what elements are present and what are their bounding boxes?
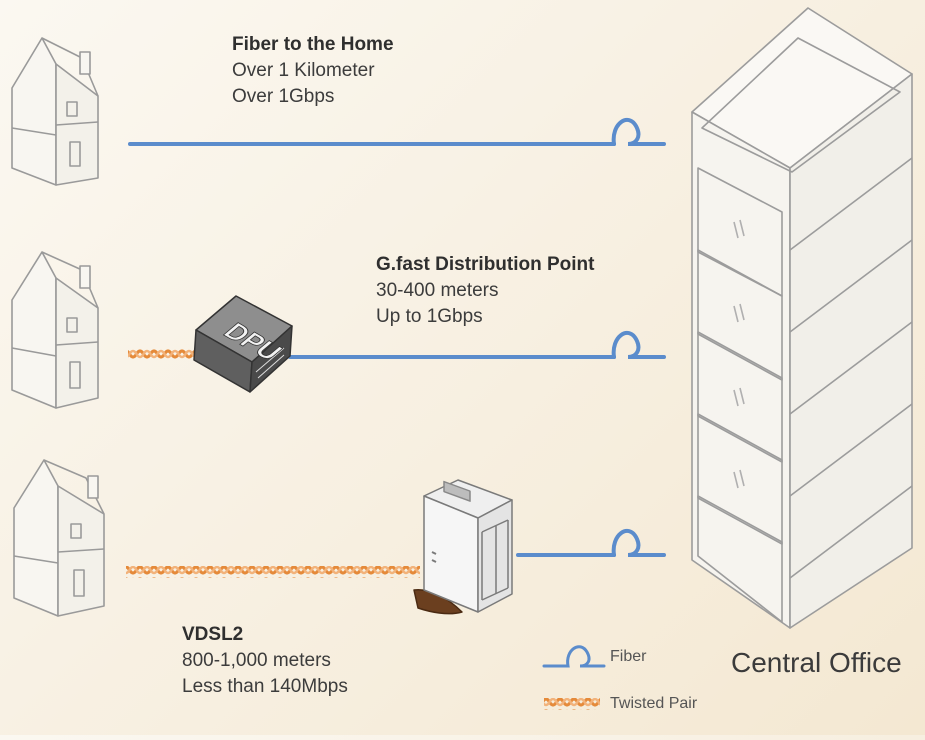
fiber-line-gfast: [288, 331, 666, 359]
tier-vdsl-distance: 800-1,000 meters: [182, 650, 331, 671]
fiber-line-ftth: [128, 118, 666, 146]
vdsl-cabinet-icon: [413, 479, 513, 615]
tier-ftth-distance: Over 1 Kilometer: [232, 60, 375, 81]
tier-vdsl-title: VDSL2: [182, 624, 244, 645]
legend-twisted-pair-icon: [544, 698, 600, 710]
tier-vdsl-speed: Less than 140Mbps: [182, 676, 348, 697]
fiber-line-vdsl: [516, 529, 666, 557]
legend-fiber-icon: [542, 645, 606, 668]
twisted-pair-gfast: [128, 347, 198, 359]
twisted-pair-vdsl: [126, 566, 420, 578]
legend-fiber-label: Fiber: [610, 648, 647, 665]
house-vdsl-icon: [13, 459, 105, 617]
tier-vdsl-text: VDSL2 800-1,000 meters Less than 140Mbps: [182, 622, 348, 700]
tier-gfast-speed: Up to 1Gbps: [376, 306, 483, 327]
central-office-rack-icon: [691, 7, 913, 629]
tier-gfast-text: G.fast Distribution Point 30-400 meters …: [376, 252, 595, 330]
tier-gfast-distance: 30-400 meters: [376, 280, 499, 301]
tier-ftth-speed: Over 1Gbps: [232, 86, 335, 107]
house-gfast-icon: [11, 251, 99, 409]
tier-ftth-text: Fiber to the Home Over 1 Kilometer Over …: [232, 32, 394, 110]
tier-ftth-title: Fiber to the Home: [232, 34, 394, 55]
tier-gfast-title: G.fast Distribution Point: [376, 254, 595, 275]
legend-twisted-pair-label: Twisted Pair: [610, 695, 698, 712]
central-office-label: Central Office: [731, 647, 902, 678]
dpu-box-icon: [193, 295, 293, 393]
house-ftth-icon: [11, 37, 99, 186]
